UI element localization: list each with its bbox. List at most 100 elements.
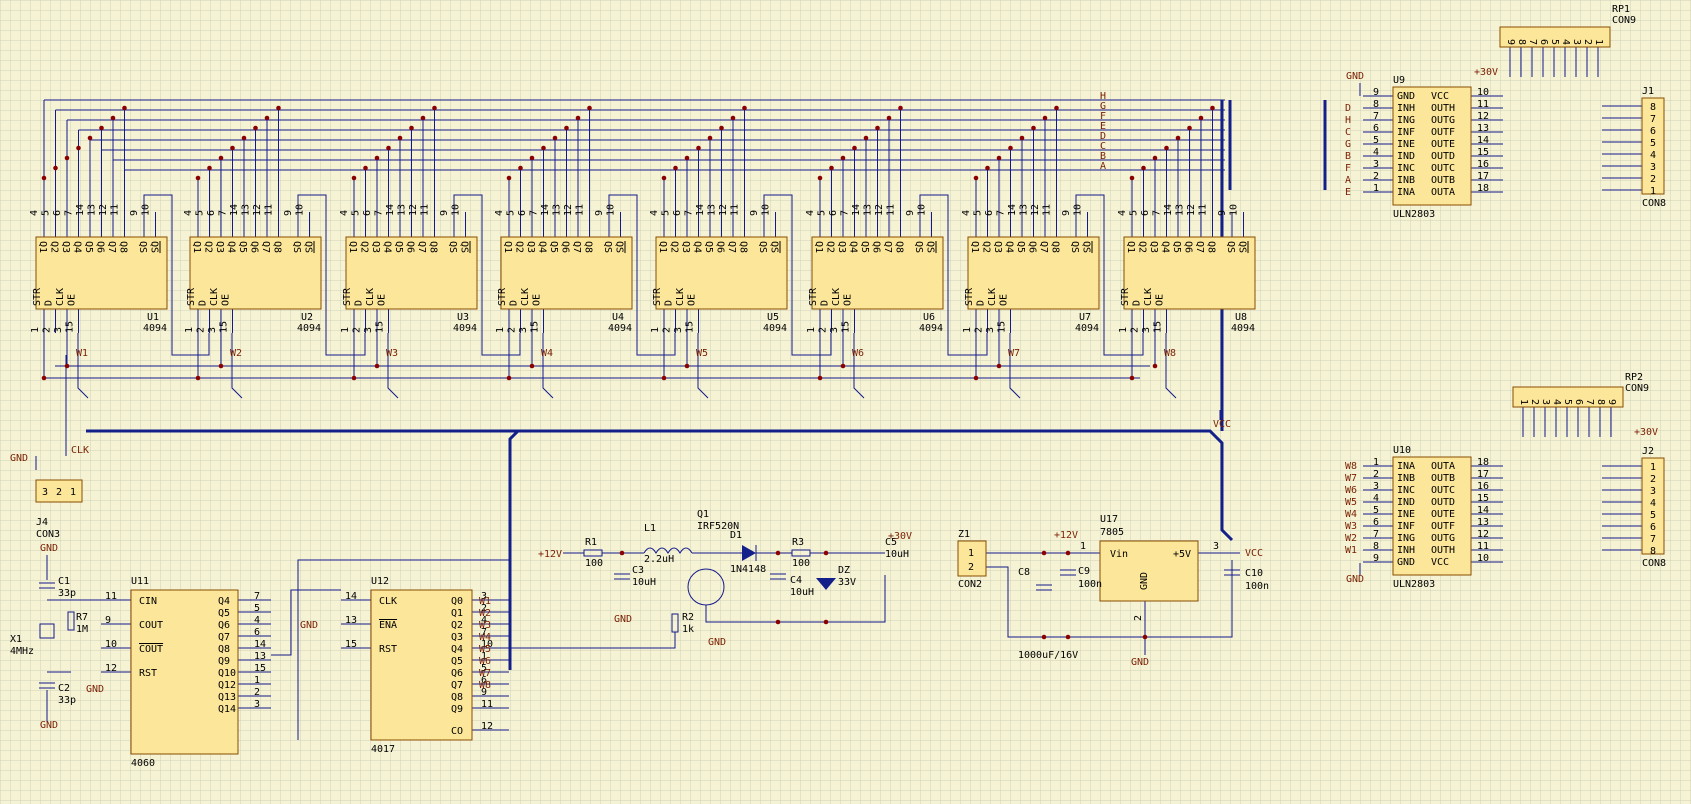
pin-number: 2	[1650, 174, 1656, 185]
pin-number: 5	[817, 210, 828, 216]
ref-designator: U17	[1100, 514, 1118, 525]
pin-number: 10	[761, 204, 772, 216]
ref-designator: R3	[792, 537, 804, 548]
net-label: W8	[1345, 461, 1357, 472]
pin-number: 10	[105, 639, 117, 650]
pin-number: 13	[1019, 204, 1030, 216]
pin-name: CLK	[209, 288, 220, 306]
pin-number: 5	[661, 210, 672, 216]
pin-number: 12	[105, 663, 117, 674]
pin-number: 1	[1118, 327, 1129, 333]
chip-4094-body	[345, 236, 478, 310]
pin-name: Q5	[1015, 241, 1026, 253]
pin-number: 9	[105, 615, 111, 626]
chip-4094-body	[655, 236, 788, 310]
pin-number: 6	[1373, 517, 1379, 528]
parts-layer: 4Q15Q26Q37Q414Q513Q612Q711Q89QS10QSSTR1D…	[10, 4, 1666, 769]
pin-number: 3	[1540, 399, 1551, 405]
pin-name: Q8	[428, 241, 439, 253]
pin-name: Q7	[218, 632, 230, 643]
junction-dot	[775, 619, 781, 625]
pin-number: 18	[1477, 183, 1489, 194]
pin-name: VCC	[1431, 557, 1449, 568]
cascade-wire	[297, 194, 366, 356]
junction-dot	[1152, 155, 1158, 161]
junction-dot	[696, 145, 701, 151]
gnd-label: GND	[614, 614, 632, 625]
junction-dot	[775, 550, 781, 556]
pin-name: Q1	[813, 241, 824, 253]
junction-dot	[707, 135, 713, 141]
part-number: 4060	[131, 758, 155, 769]
net-label: W6	[1345, 485, 1357, 496]
junction-dot	[110, 115, 116, 121]
pin-number: 7	[1584, 399, 1595, 405]
junction-dot	[1065, 550, 1071, 556]
pin-name: Q3	[525, 241, 536, 253]
chip-7805-body	[1099, 540, 1199, 602]
pin-number: 13	[241, 204, 252, 216]
pin-name: Q1	[37, 241, 48, 253]
pin-number: 1	[254, 675, 260, 686]
pin-name: GND	[1397, 557, 1415, 568]
junction-dot	[719, 125, 724, 131]
pin-name: QS	[1225, 241, 1236, 253]
pin-number: 12	[1477, 529, 1489, 540]
part-number: ULN2803	[1393, 579, 1435, 590]
pin-name: Q3	[451, 632, 463, 643]
pin-name: Q6	[451, 668, 463, 679]
part-number: CON9	[1612, 15, 1636, 26]
pin-number: 15	[375, 321, 386, 333]
pin-number: 9	[283, 210, 294, 216]
pin-number: 6	[481, 675, 487, 686]
crystal-x1	[39, 623, 55, 639]
gnd-label: GND	[300, 620, 318, 631]
pin-number: 2	[507, 327, 518, 333]
pin-name: Q2	[203, 241, 214, 253]
junction-dot	[41, 175, 47, 181]
pin-name: D	[198, 300, 209, 306]
pin-name: D	[44, 300, 55, 306]
oe-wire	[1009, 333, 1021, 399]
pin-number: 5	[506, 210, 517, 216]
pin-number: 3	[1141, 327, 1152, 333]
pin-number: 7	[1650, 534, 1656, 545]
pin-number: 5	[195, 210, 206, 216]
pin-number: 4	[183, 210, 194, 216]
pin-number: 17	[1477, 171, 1489, 182]
pin-name: INF	[1397, 127, 1415, 138]
pin-number: 10	[1229, 204, 1240, 216]
pin-number: 3	[1571, 39, 1582, 45]
pin-number: 7	[64, 210, 75, 216]
part-number: CON3	[36, 529, 60, 540]
pin-number: 10	[295, 204, 306, 216]
pin-name: Q7	[1038, 241, 1049, 253]
net-label-w: W2	[230, 348, 242, 359]
junction-dot	[218, 155, 224, 161]
drive-wire	[510, 632, 676, 649]
bus-letter-label: A	[1100, 161, 1106, 172]
oe-wire	[542, 333, 554, 399]
pin-number: 11	[105, 591, 117, 602]
pin-number: 7	[684, 210, 695, 216]
pin-name: Q6	[95, 241, 106, 253]
ref-designator: U5	[767, 312, 779, 323]
junction-dot	[575, 115, 581, 121]
resistor-pack	[1512, 386, 1624, 408]
pin-number: 11	[264, 204, 275, 216]
ref-designator: R1	[585, 537, 597, 548]
ref-designator: U3	[457, 312, 469, 323]
junction-dot	[996, 363, 1002, 369]
gnd-label: GND	[1131, 657, 1149, 668]
chip-4094-body	[500, 236, 633, 310]
net-label: C	[1345, 127, 1351, 138]
pin-number: 7	[218, 210, 229, 216]
pin-number: 15	[997, 321, 1008, 333]
bus-letter-label: C	[1100, 141, 1106, 152]
pin-number: 12	[718, 204, 729, 216]
pin-number: 1	[1373, 183, 1379, 194]
junction-dot	[1041, 634, 1047, 640]
pin-name: Vin	[1110, 549, 1128, 560]
pin-number: 12	[98, 204, 109, 216]
chip-4094-body	[35, 236, 168, 310]
